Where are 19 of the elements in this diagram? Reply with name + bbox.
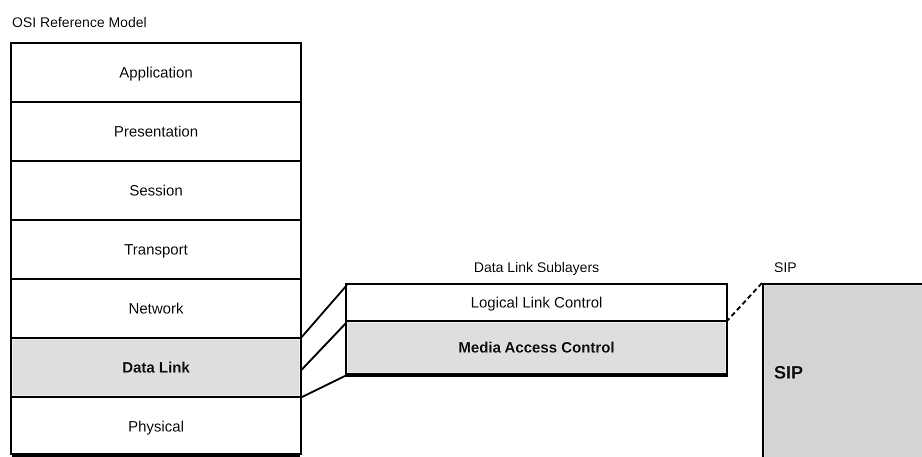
- heading: SIP: [774, 259, 797, 275]
- layer-name: Presentation: [112, 123, 200, 140]
- heading: Data Link Sublayers: [472, 259, 600, 275]
- layer-name: Application: [118, 64, 194, 81]
- projection-line: [300, 374, 348, 399]
- layer-name: Logical Link Control: [470, 294, 604, 311]
- layer-name: Data Link: [121, 359, 191, 376]
- layer-box: [12, 339, 300, 398]
- layer-box: [347, 322, 726, 375]
- layer-name: Media Access Control: [457, 339, 616, 356]
- layer-name: Physical: [127, 418, 185, 435]
- dashed-connector: [725, 282, 763, 323]
- projection-line: [299, 321, 348, 372]
- heading: OSI Reference Model: [12, 14, 147, 30]
- layer-name: Network: [127, 300, 184, 317]
- layer-name: Transport: [123, 241, 189, 258]
- layer-name: SIP: [774, 362, 804, 384]
- layer-name: Session: [128, 182, 184, 199]
- projection-line: [299, 284, 348, 340]
